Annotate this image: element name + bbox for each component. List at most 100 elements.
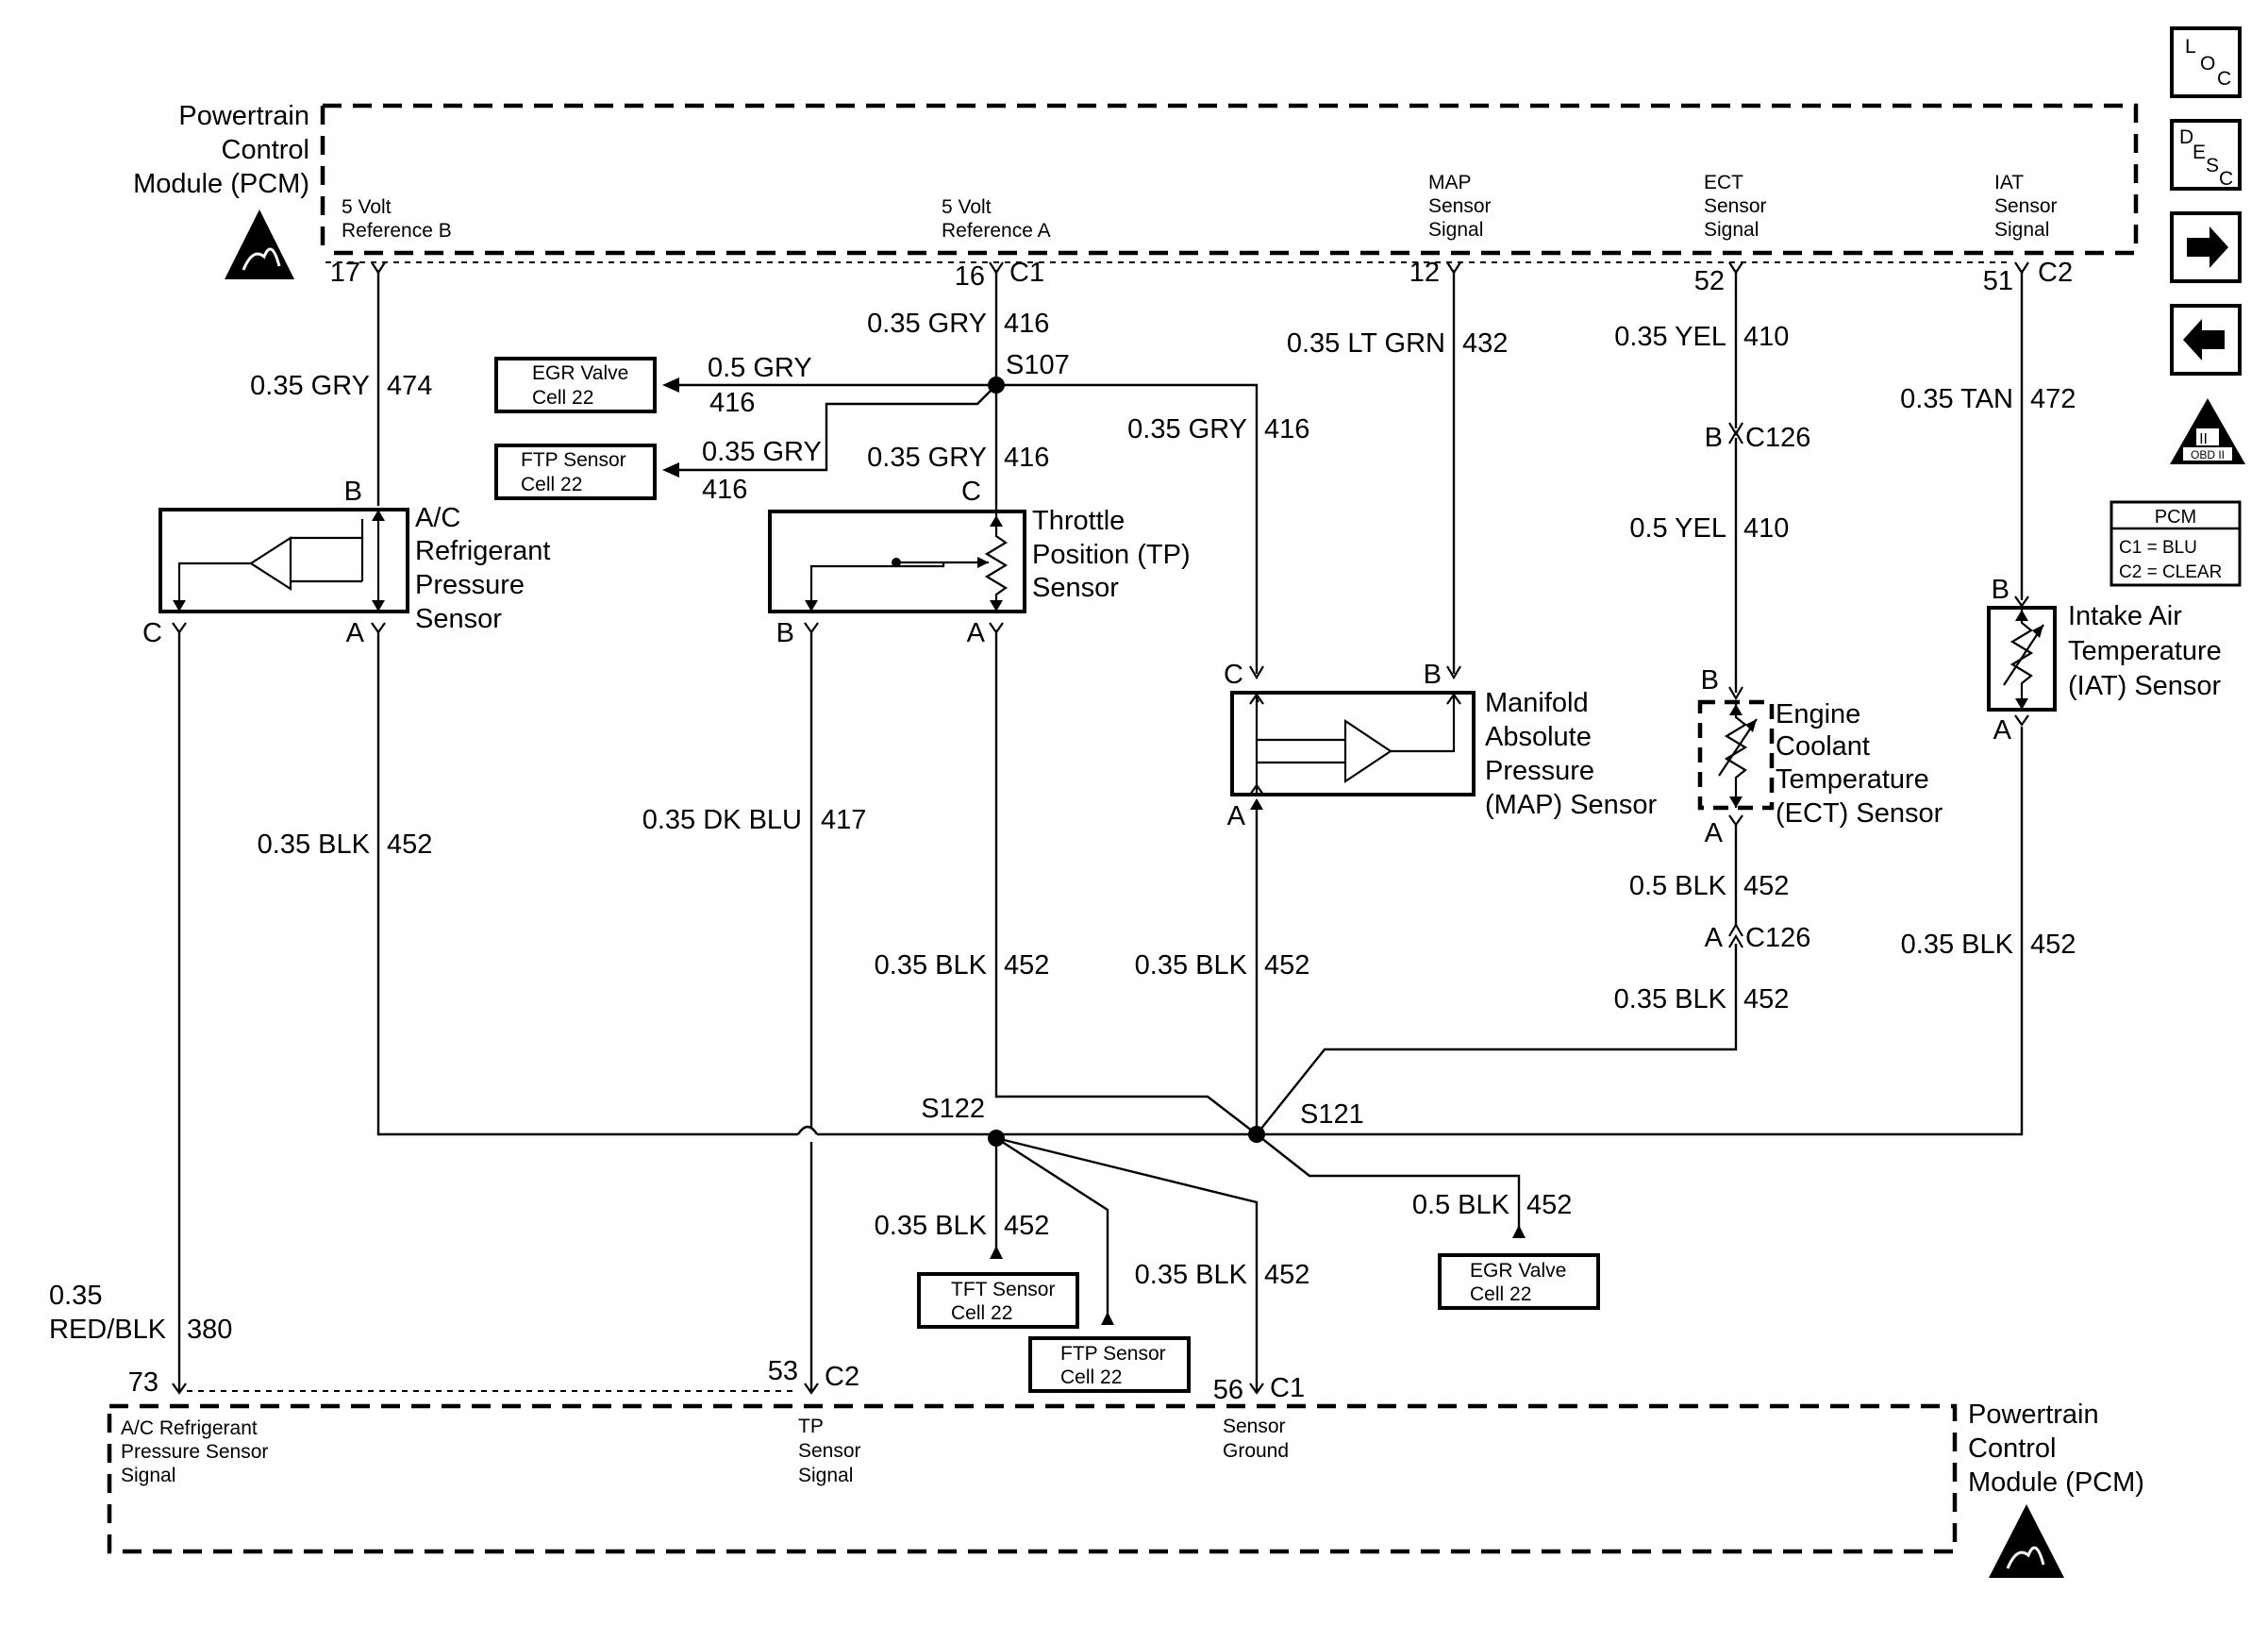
pin56-number: 56	[1213, 1375, 1243, 1405]
wire-416-ftp-circuit: 416	[702, 475, 747, 505]
map-sensor: C B A Manifold Absolute Pressure (MAP) S…	[1224, 660, 1657, 831]
wire-452-gnd-circuit: 452	[1264, 1260, 1309, 1290]
next-page-button[interactable]	[2170, 211, 2242, 283]
tp-signal-arrow-icon	[805, 600, 818, 612]
wire-416-upper-circuit: 416	[1004, 309, 1049, 339]
ref-ftp-bottom-box	[1028, 1336, 1191, 1393]
splice-s121-label: S121	[1300, 1099, 1364, 1130]
ref-ftp-sensor-top[interactable]: FTP Sensor Cell 22	[494, 444, 657, 500]
desc-letter-4: C	[2219, 168, 2233, 190]
pcm-bottom-label-1: Powertrain	[1968, 1400, 2099, 1430]
ect-label-3: Temperature	[1776, 764, 1929, 795]
wire-380-gauge-1: 0.35	[49, 1281, 102, 1311]
previous-page-button[interactable]	[2170, 304, 2242, 376]
ref-ftp-top-line1: FTP Sensor	[521, 449, 626, 471]
description-button[interactable]: D E S C	[2170, 119, 2242, 191]
pin51-label-2: Sensor	[1994, 195, 2058, 217]
pin56-connector: C1	[1270, 1373, 1305, 1403]
ref-egr-top-line1: EGR Valve	[532, 362, 628, 384]
wire-452-ect-upper-circuit: 452	[1743, 871, 1789, 901]
pin73-label-3: Signal	[121, 1465, 175, 1486]
map-label-4: (MAP) Sensor	[1485, 790, 1657, 820]
pin17-number: 17	[330, 258, 360, 288]
ref-ftp-sensor-bottom[interactable]: FTP Sensor Cell 22	[1028, 1336, 1191, 1393]
iat-a-terminal	[2014, 714, 2029, 727]
map-pin-c: C	[1224, 660, 1243, 690]
esd-warning-icon	[225, 210, 294, 279]
obd2-button[interactable]: II OBD II	[2170, 398, 2245, 464]
wire-472-circuit: 472	[2030, 384, 2076, 414]
map-c-terminal	[1249, 665, 1264, 680]
legend-title: PCM	[2155, 507, 2196, 528]
tp-wiper-dot-icon	[892, 558, 901, 567]
map-c-tick	[1256, 697, 1259, 703]
ect-arrow-down-icon	[1729, 796, 1743, 808]
ac-label-1: A/C	[415, 503, 460, 533]
ref-egr-top-line2: Cell 22	[532, 387, 593, 409]
location-button[interactable]: L O C	[2170, 26, 2242, 98]
wire-452-tp-circuit: 452	[1004, 950, 1049, 981]
ac-pin-a: A	[346, 618, 365, 648]
ref-egr-valve-top[interactable]: EGR Valve Cell 22	[494, 357, 657, 413]
iat-arrow-down-icon	[2015, 698, 2028, 710]
map-b-terminal	[1446, 665, 1461, 680]
ect-thermistor-arrow-icon	[1745, 719, 1757, 732]
pin53-label-3: Signal	[798, 1465, 853, 1486]
tp-sensor-box	[768, 510, 1026, 613]
ref-egr-valve-bottom[interactable]: EGR Valve Cell 22	[1438, 1253, 1600, 1310]
pin53-number: 53	[768, 1356, 798, 1386]
arrow-right-icon	[2187, 226, 2228, 268]
ref-egr-top-box	[494, 357, 657, 413]
c126-bottom-terminal-lower	[1728, 933, 1743, 948]
map-label-3: Pressure	[1485, 756, 1594, 786]
wire-410-upper-circuit: 410	[1743, 322, 1789, 352]
ftp-arrow-icon	[662, 462, 679, 478]
ftp-bottom-arrow-icon	[1101, 1312, 1114, 1325]
ref-egr-bottom-line1: EGR Valve	[1470, 1260, 1566, 1282]
ref-ftp-bottom-line2: Cell 22	[1060, 1366, 1122, 1388]
wire-380-gauge-2: RED/BLK	[49, 1315, 167, 1345]
ref-tft-sensor[interactable]: TFT Sensor Cell 22	[917, 1272, 1079, 1329]
location-icon	[2170, 26, 2242, 98]
ect-sensor: B A Engine Coolant Temperature (ECT) Sen…	[1697, 665, 1943, 848]
egr-arrow-icon	[662, 377, 679, 393]
pin12-label-1: MAP	[1428, 172, 1472, 193]
wire-452-ftp	[995, 1136, 1109, 1317]
legend-line-1: C1 = BLU	[2119, 538, 2197, 558]
pin56-label-1: Sensor	[1223, 1416, 1286, 1437]
tp-resistor-icon	[984, 527, 1009, 612]
wire-474-circuit: 474	[387, 371, 432, 401]
loc-letter-3: C	[2217, 68, 2231, 90]
wire-452-iat	[1257, 727, 2024, 1136]
pcm-top-label-3: Module (PCM)	[133, 169, 309, 199]
ect-b-terminal	[1728, 686, 1743, 701]
tp-b-terminal	[804, 622, 819, 634]
map-a-in-icon	[1249, 783, 1264, 796]
pin16-label-1: 5 Volt	[942, 196, 992, 218]
pcm-bottom-label-3: Module (PCM)	[1968, 1467, 2144, 1498]
wire-474-gauge: 0.35 GRY	[250, 371, 370, 401]
esd-warning-icon-bottom	[1989, 1504, 2064, 1578]
wire-452-tp	[994, 632, 1258, 1135]
tp-a-terminal	[989, 622, 1004, 634]
wire-452-ect-upper-gauge: 0.5 BLK	[1629, 871, 1727, 901]
wire-432-gauge: 0.35 LT GRN	[1287, 328, 1445, 359]
ac-output-arrow-icon	[173, 600, 186, 612]
map-amplifier-icon	[1343, 718, 1392, 784]
pin51-number: 51	[1983, 266, 2013, 296]
tp-wiper-arrow-icon	[977, 557, 989, 568]
wire-452-tft-gauge: 0.35 BLK	[875, 1211, 988, 1241]
pin52-number: 52	[1694, 266, 1725, 296]
c126-bottom-pin: A	[1705, 923, 1724, 953]
pcm-connector-legend: PCM C1 = BLU C2 = CLEAR	[2110, 500, 2242, 587]
obd2-text: OBD II	[2191, 448, 2225, 461]
ac-label-2: Refrigerant	[415, 536, 550, 566]
ref-egr-bottom-line2: Cell 22	[1470, 1283, 1531, 1305]
wire-452-iat-circuit: 452	[2030, 930, 2076, 960]
wire-452-map-circuit: 452	[1264, 950, 1309, 981]
pin73-label-2: Pressure Sensor	[121, 1441, 268, 1463]
wire-452-egr-circuit: 452	[1526, 1190, 1572, 1220]
pin17-label-1: 5 Volt	[342, 196, 392, 218]
wire-417-gauge: 0.35 DK BLU	[642, 805, 802, 835]
pin16-number: 16	[955, 261, 985, 292]
